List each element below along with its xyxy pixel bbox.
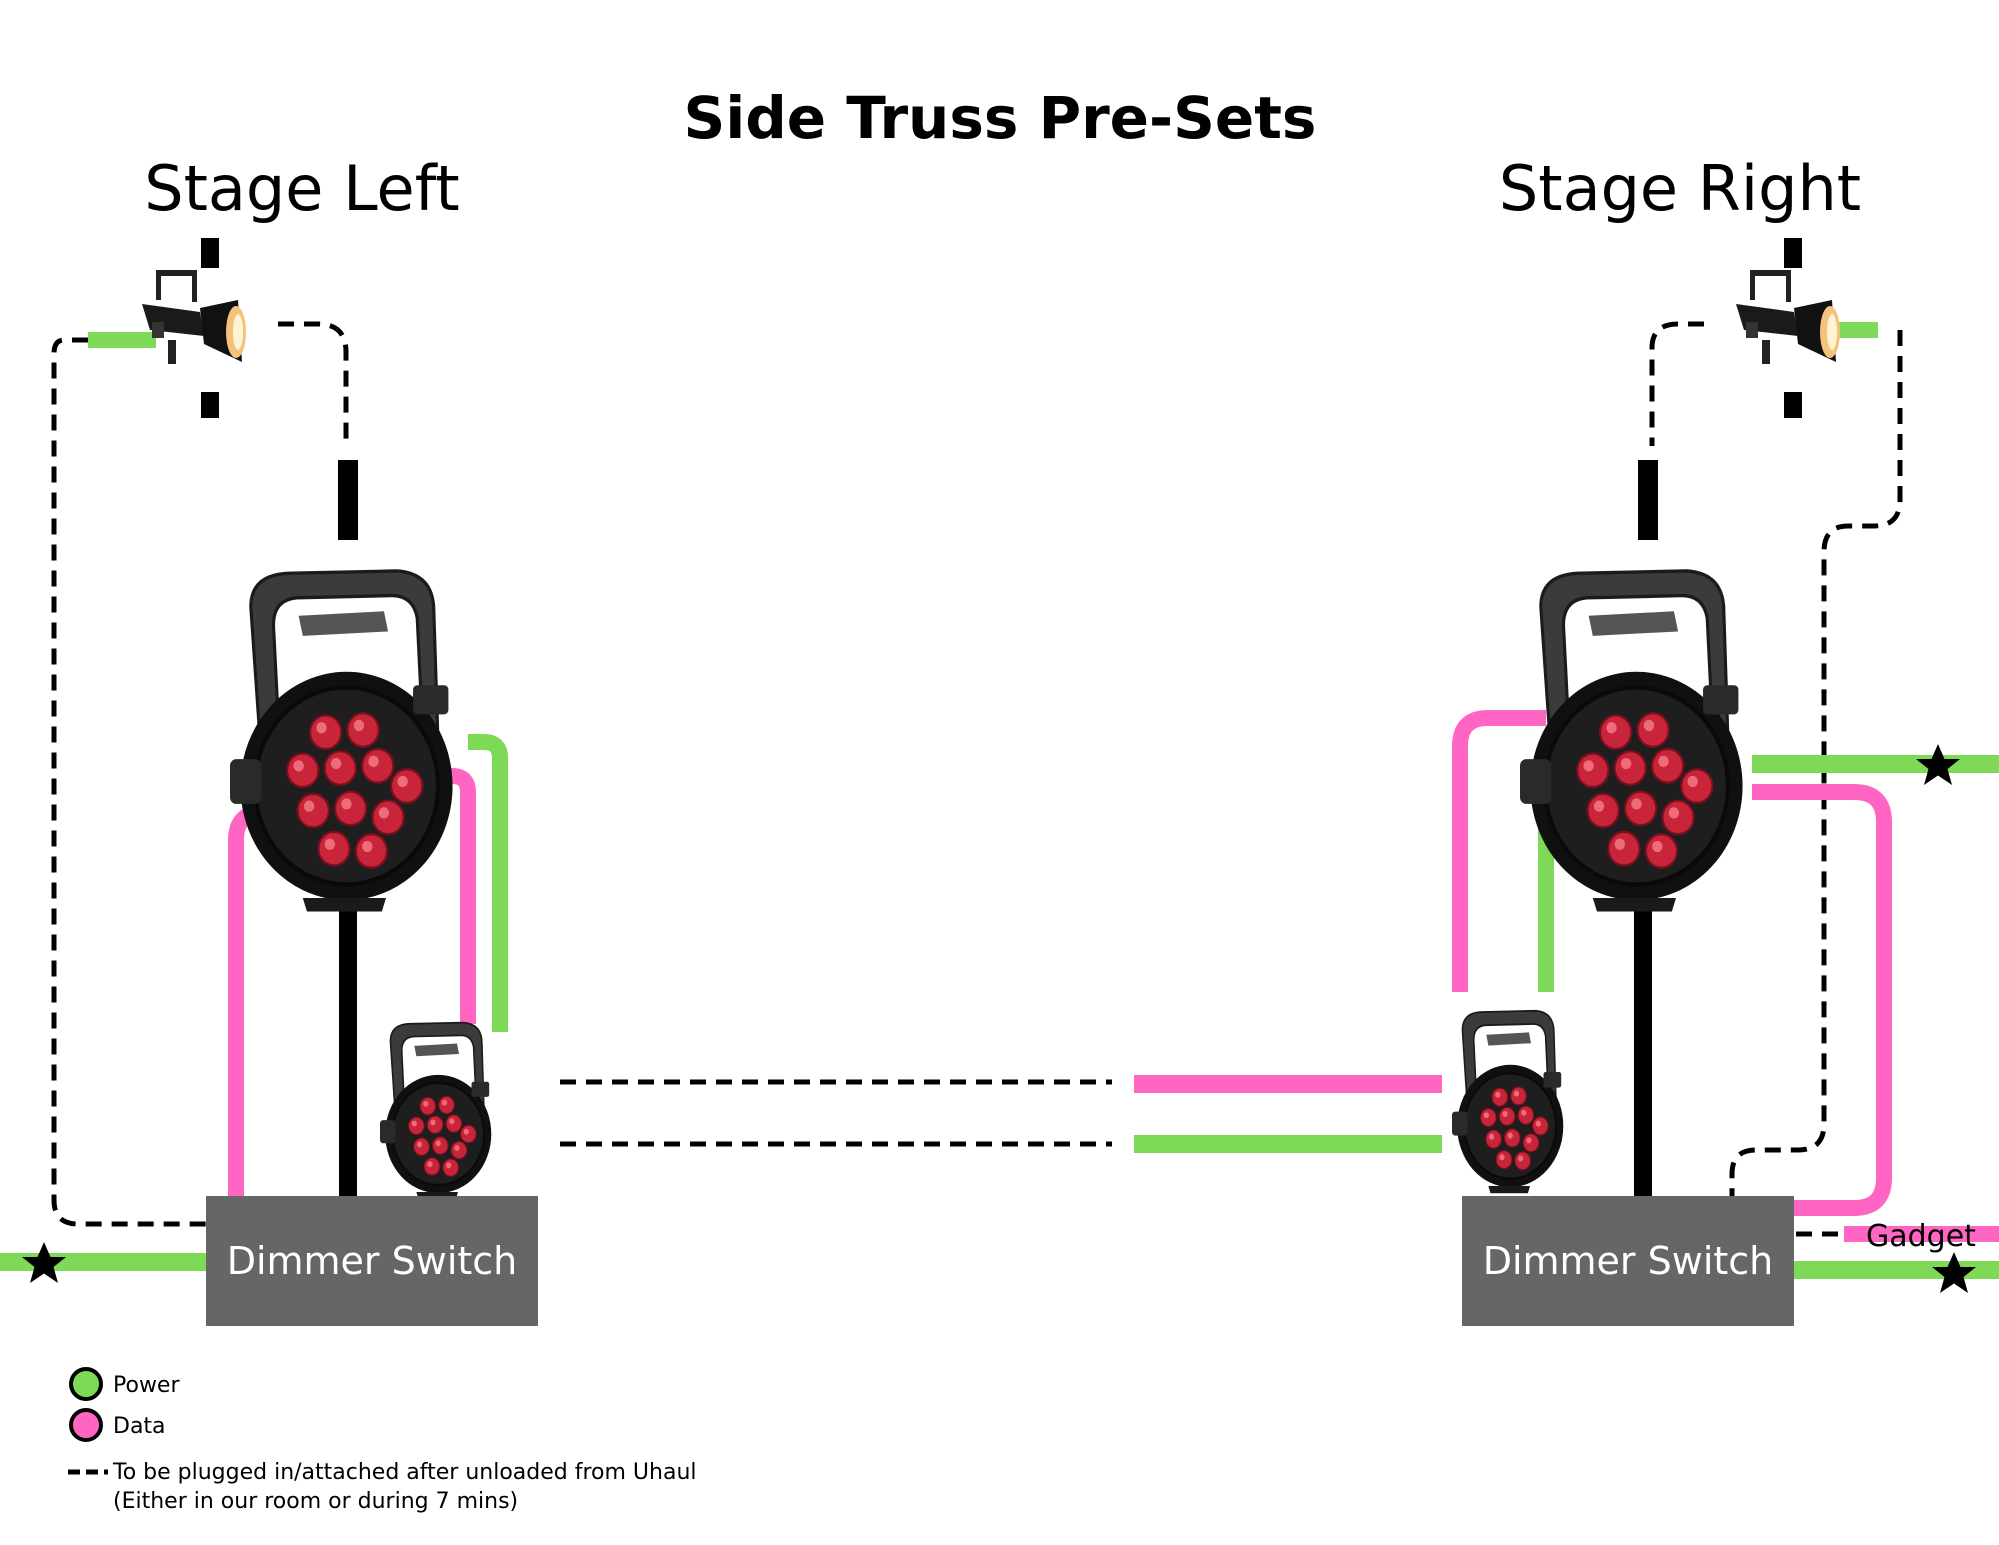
led-par-light-icon: [378, 1021, 493, 1201]
dimmer-switch-right-label: Dimmer Switch: [1483, 1239, 1774, 1283]
data-cable: [1752, 784, 1892, 1216]
gadget-label: Gadget: [1866, 1219, 1976, 1254]
ellipsoidal-spotlight-icon: [1736, 270, 1840, 364]
legend-dashed-label-line1: To be plugged in/attached after unloaded…: [112, 1460, 697, 1485]
crossover-cables: [560, 1075, 1442, 1153]
stage-right-label: Stage Right: [1499, 152, 1861, 225]
stage-left-rig: Dimmer Switch: [0, 238, 538, 1326]
legend-power-swatch: [69, 1367, 103, 1401]
legend: Power Data To be plugged in/attached aft…: [68, 1367, 697, 1514]
dashed-cable: [1729, 330, 1903, 1198]
stage-right-rig: Gadget Dimmer Switch: [1450, 238, 1999, 1326]
legend-dashed-label-line2: (Either in our room or during 7 mins): [113, 1489, 518, 1514]
stage-left-label: Stage Left: [144, 152, 460, 225]
truss-segment: [1784, 392, 1802, 418]
led-par-light-icon: [1450, 1009, 1565, 1195]
legend-data-label: Data: [113, 1414, 166, 1439]
dimmer-switch-left-label: Dimmer Switch: [227, 1239, 518, 1283]
truss-segment: [1784, 238, 1802, 268]
truss-segment: [201, 238, 219, 268]
truss-segment: [1638, 460, 1658, 540]
truss-segment: [201, 392, 219, 418]
led-par-light-icon: [230, 571, 453, 911]
legend-power-label: Power: [113, 1373, 180, 1398]
dashed-cable: [1649, 321, 1704, 446]
ellipsoidal-spotlight-icon: [142, 270, 246, 364]
diagram-title: Side Truss Pre-Sets: [684, 84, 1317, 152]
dashed-cable: [51, 337, 206, 1227]
dimmer-switch-left: [206, 1196, 538, 1326]
dashed-cable: [278, 321, 349, 446]
data-cable: [1452, 710, 1546, 992]
truss-segment: [1634, 888, 1652, 1198]
legend-data-swatch: [69, 1408, 103, 1442]
dimmer-switch-right: [1462, 1196, 1794, 1326]
truss-segment: [339, 888, 357, 1198]
power-cable: [468, 734, 508, 1032]
truss-segment: [338, 460, 358, 540]
